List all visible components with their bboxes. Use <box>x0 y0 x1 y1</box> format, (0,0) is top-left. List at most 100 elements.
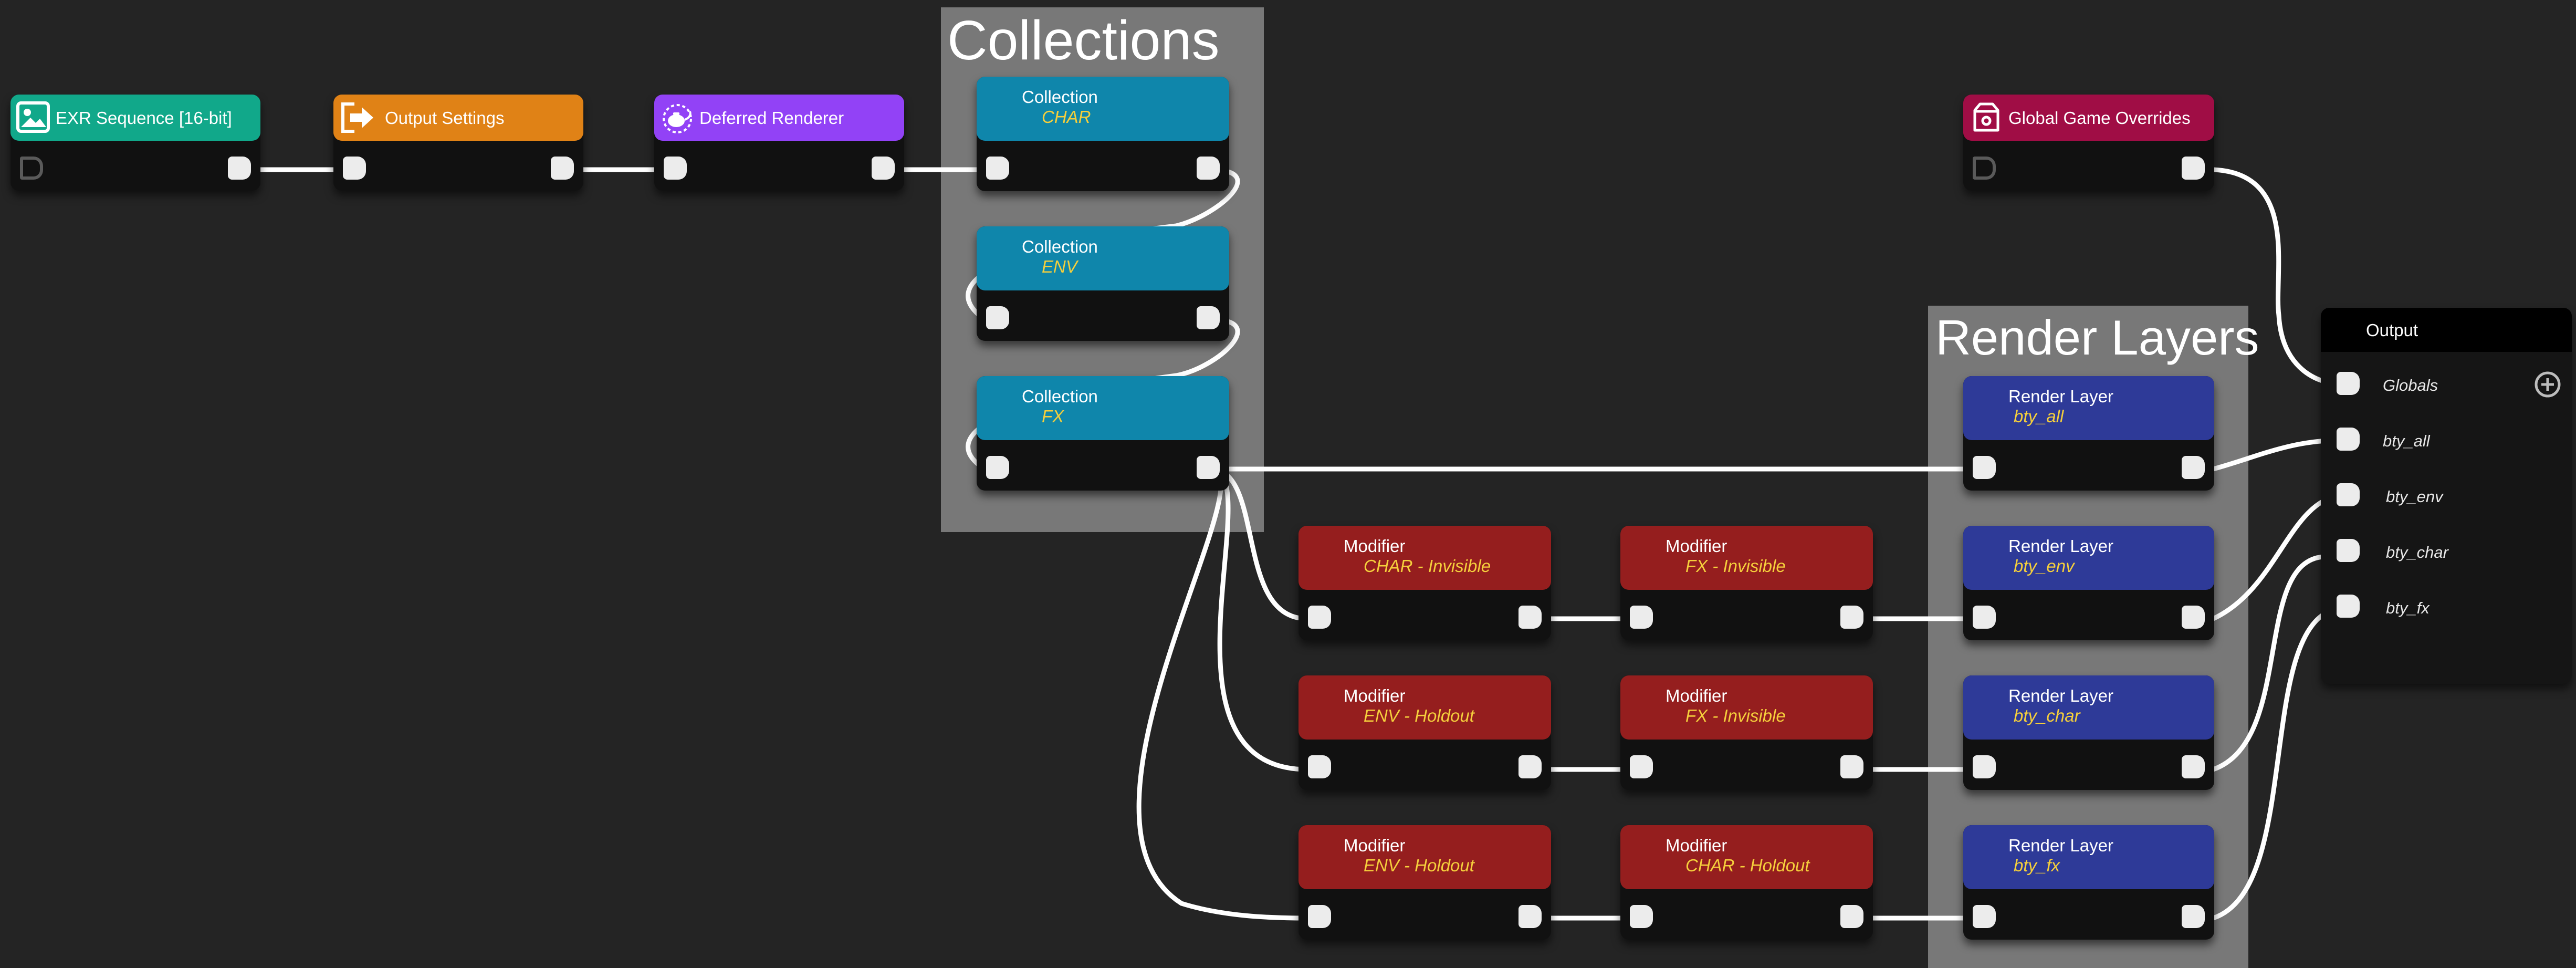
bty-char-input-port[interactable] <box>2337 539 2360 562</box>
output-header <box>2321 308 2572 352</box>
render-layers-group-title: Render Layers <box>1935 310 2259 365</box>
bty-env-input-port[interactable] <box>2337 483 2360 506</box>
collection-char-node[interactable]: Collection CHAR <box>977 77 1229 191</box>
exr-sequence-node[interactable]: EXR Sequence [16-bit] <box>11 95 260 191</box>
exr-sequence-header <box>11 95 260 141</box>
render-layer-input-port[interactable] <box>1973 755 1996 778</box>
collection-fx-sub: FX <box>1042 407 1064 426</box>
render-layer-node[interactable]: Render Layer bty_all <box>1963 376 2214 491</box>
render-layer-output-port[interactable] <box>2182 606 2205 629</box>
image-icon <box>16 101 50 133</box>
modifier-header <box>1620 825 1873 889</box>
modifier-sub: FX - Invisible <box>1685 556 1786 576</box>
modifier-output-port[interactable] <box>1519 905 1542 928</box>
collection-env-output-port[interactable] <box>1197 306 1220 329</box>
modifier-node[interactable]: Modifier CHAR - Invisible <box>1299 526 1551 640</box>
render-layer-input-port[interactable] <box>1973 456 1996 479</box>
collection-fx-input-port[interactable] <box>986 456 1009 479</box>
render-layer-header <box>1963 825 2214 889</box>
modifier-sub: CHAR - Invisible <box>1364 556 1491 576</box>
modifier-input-port[interactable] <box>1308 905 1331 928</box>
modifier-header <box>1299 825 1551 889</box>
collection-env-node[interactable]: Collection ENV <box>977 226 1229 341</box>
modifier-label: Modifier <box>1666 536 1727 556</box>
modifier-sub: CHAR - Holdout <box>1685 856 1810 875</box>
modifier-input-port[interactable] <box>1630 755 1653 778</box>
collection-env-label: Collection <box>1022 237 1098 256</box>
wire-globals <box>2211 167 2345 387</box>
modifier-node[interactable]: Modifier FX - Invisible <box>1620 675 1873 790</box>
modifier-label: Modifier <box>1666 686 1727 705</box>
globals-input-port[interactable] <box>2337 372 2360 395</box>
modifier-output-port[interactable] <box>1840 755 1863 778</box>
modifier-node[interactable]: Modifier CHAR - Holdout <box>1620 825 1873 940</box>
global-game-overrides-output-port[interactable] <box>2182 157 2205 180</box>
plus-circle-icon[interactable] <box>2533 370 2562 399</box>
bty-all-input-label: bty_all <box>2383 432 2430 450</box>
modifier-sub: ENV - Holdout <box>1364 856 1474 875</box>
collection-char-input-port[interactable] <box>986 157 1009 180</box>
modifier-input-port[interactable] <box>1630 606 1653 629</box>
bty-env-input-label: bty_env <box>2386 487 2443 506</box>
output-settings-header <box>333 95 583 141</box>
modifier-input-port[interactable] <box>1308 606 1331 629</box>
render-layer-node[interactable]: Render Layer bty_fx <box>1963 825 2214 940</box>
deferred-renderer-input-port[interactable] <box>664 157 687 180</box>
output-settings-node[interactable]: Output Settings <box>333 95 583 191</box>
render-layer-header <box>1963 675 2214 740</box>
wire-rl-char-out <box>2211 554 2326 772</box>
output-settings-title: Output Settings <box>385 108 505 128</box>
output-settings-output-port[interactable] <box>551 157 574 180</box>
render-layer-input-port[interactable] <box>1973 606 1996 629</box>
bty-all-input-port[interactable] <box>2337 428 2360 451</box>
wire-fx-mod-r2 <box>1208 466 1310 772</box>
modifier-header <box>1620 675 1873 740</box>
render-layer-output-port[interactable] <box>2182 456 2205 479</box>
modifier-output-port[interactable] <box>1519 606 1542 629</box>
globals-input-label: Globals <box>2383 376 2438 394</box>
exr-sequence-title: EXR Sequence [16-bit] <box>56 108 232 128</box>
bty-fx-input-label: bty_fx <box>2386 599 2430 617</box>
render-layer-output-port[interactable] <box>2182 905 2205 928</box>
global-game-overrides-input-port[interactable] <box>1973 157 1996 180</box>
render-layer-label: Render Layer <box>2008 836 2113 855</box>
modifier-header <box>1620 526 1873 590</box>
collection-fx-header <box>977 376 1229 440</box>
modifier-node[interactable]: Modifier FX - Invisible <box>1620 526 1873 640</box>
modifier-input-port[interactable] <box>1630 905 1653 928</box>
exr-input-port[interactable] <box>20 157 43 180</box>
modifier-output-port[interactable] <box>1519 755 1542 778</box>
box-icon <box>1973 102 1999 132</box>
global-game-overrides-node[interactable]: Global Game Overrides <box>1963 95 2214 191</box>
exr-output-port[interactable] <box>228 157 251 180</box>
deferred-renderer-output-port[interactable] <box>872 157 895 180</box>
modifier-label: Modifier <box>1344 536 1406 556</box>
render-layer-label: Render Layer <box>2008 686 2113 705</box>
modifier-output-port[interactable] <box>1840 905 1863 928</box>
collection-char-output-port[interactable] <box>1197 157 1220 180</box>
modifier-sub: ENV - Holdout <box>1364 706 1474 725</box>
collection-env-sub: ENV <box>1042 257 1077 276</box>
collection-fx-node[interactable]: Collection FX <box>977 376 1229 491</box>
deferred-renderer-header <box>654 95 904 141</box>
render-layer-node[interactable]: Render Layer bty_char <box>1963 675 2214 790</box>
modifier-node[interactable]: Modifier ENV - Holdout <box>1299 825 1551 940</box>
output-node[interactable]: Output Globals bty_all bty_env bty_char … <box>2321 308 2572 684</box>
render-layer-label: Render Layer <box>2008 387 2113 406</box>
modifier-node[interactable]: Modifier ENV - Holdout <box>1299 675 1551 790</box>
render-layer-input-port[interactable] <box>1973 905 1996 928</box>
bty-fx-input-port[interactable] <box>2337 595 2360 618</box>
modifier-header <box>1299 675 1551 740</box>
modifier-output-port[interactable] <box>1840 606 1863 629</box>
deferred-renderer-node[interactable]: Deferred Renderer <box>654 95 904 191</box>
wire-rl-fx-out <box>2211 605 2345 921</box>
global-game-overrides-header <box>1963 95 2214 141</box>
render-layer-output-port[interactable] <box>2182 755 2205 778</box>
collection-env-input-port[interactable] <box>986 306 1009 329</box>
output-settings-input-port[interactable] <box>343 157 366 180</box>
render-layer-sub: bty_all <box>2014 407 2064 426</box>
render-layer-node[interactable]: Render Layer bty_env <box>1963 526 2214 640</box>
modifier-input-port[interactable] <box>1308 755 1331 778</box>
collection-fx-output-port[interactable] <box>1197 456 1220 479</box>
collections-group-title: Collections <box>947 9 1220 71</box>
